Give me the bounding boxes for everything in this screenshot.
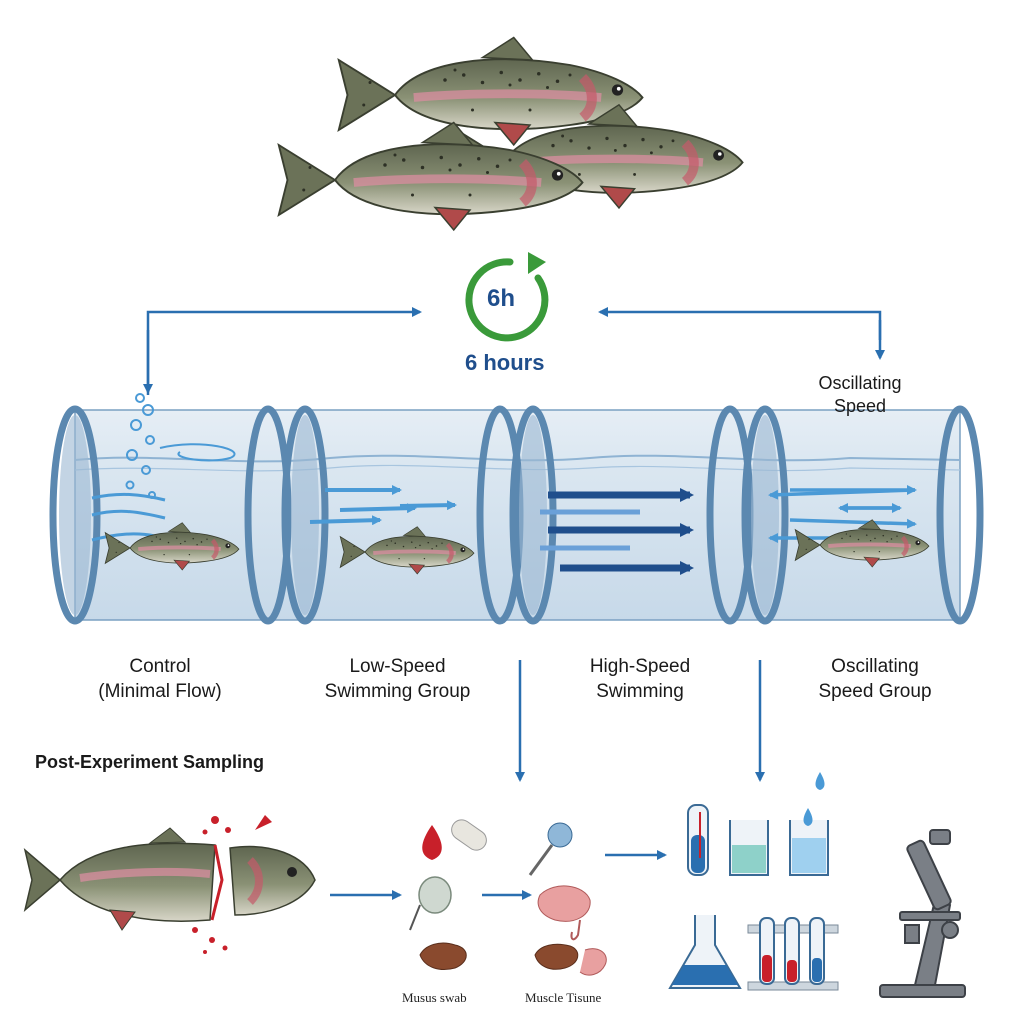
flow-arrows-high (540, 488, 694, 575)
muscle-icon (537, 885, 591, 922)
blood-drop-icon (422, 825, 442, 860)
group-label-control: Control (Minimal Flow) (60, 655, 260, 704)
oscillating-tag-line1: Oscillating (818, 373, 902, 393)
sample-icons (409, 819, 607, 976)
group-label-control-line2: (Minimal Flow) (98, 680, 222, 702)
fish-school (279, 38, 743, 231)
liver-icon-2 (534, 943, 579, 970)
tube-rim-6 (706, 405, 754, 625)
group-label-control-line1: Control (129, 656, 191, 677)
muscle-tissue-label: Muscle Tisune (525, 990, 602, 1005)
microscope-icon (879, 829, 966, 998)
group-label-osc-line1: Oscillating (831, 656, 919, 677)
oscillating-tag: Oscillating Speed (770, 372, 950, 419)
timer-arrows (143, 307, 885, 395)
swab-icon (451, 819, 487, 851)
oscillating-tag-line2: Speed (833, 396, 887, 417)
sampling-flow-arrows (330, 850, 667, 900)
group-label-low-speed: Low-Speed Swimming Group (290, 655, 505, 704)
lab-equipment (668, 772, 839, 991)
flow-arrows-low (309, 485, 457, 526)
group-label-low-line1: Low-Speed (349, 656, 446, 677)
group-label-high-line1: High-Speed (589, 656, 691, 677)
bubbles (125, 393, 236, 499)
group-label-low-line2: Swimming Group (324, 680, 471, 702)
timer-long-label: 6 hours (465, 350, 545, 375)
tissue-icon (579, 948, 607, 976)
flume-tubes (49, 405, 984, 625)
dissected-fish (23, 815, 316, 954)
mucus-swab-label: Musus swab (402, 990, 467, 1005)
sampling-arrows (515, 660, 765, 782)
flow-arrows-oscillating (768, 485, 917, 543)
group-label-high-speed: High-Speed Swimming (540, 655, 740, 704)
sampling-title: Post-Experiment Sampling (35, 752, 265, 772)
liver-icon (419, 942, 467, 970)
tube-rim-5 (509, 405, 557, 625)
group-label-high-line2: Swimming (596, 680, 684, 702)
timer-icon (465, 252, 549, 342)
group-label-osc-line2: Speed Group (818, 680, 932, 702)
flow-arrows-control (91, 492, 166, 542)
tube-rim-7 (741, 405, 789, 625)
tube-rim-8 (936, 405, 984, 625)
timer-short-label: 6h (487, 285, 516, 312)
mucus-sample-icon (418, 876, 452, 914)
group-label-oscillating: Oscillating Speed Group (770, 655, 980, 704)
tube-rim-3 (281, 405, 329, 625)
pipette-icon (547, 822, 573, 848)
